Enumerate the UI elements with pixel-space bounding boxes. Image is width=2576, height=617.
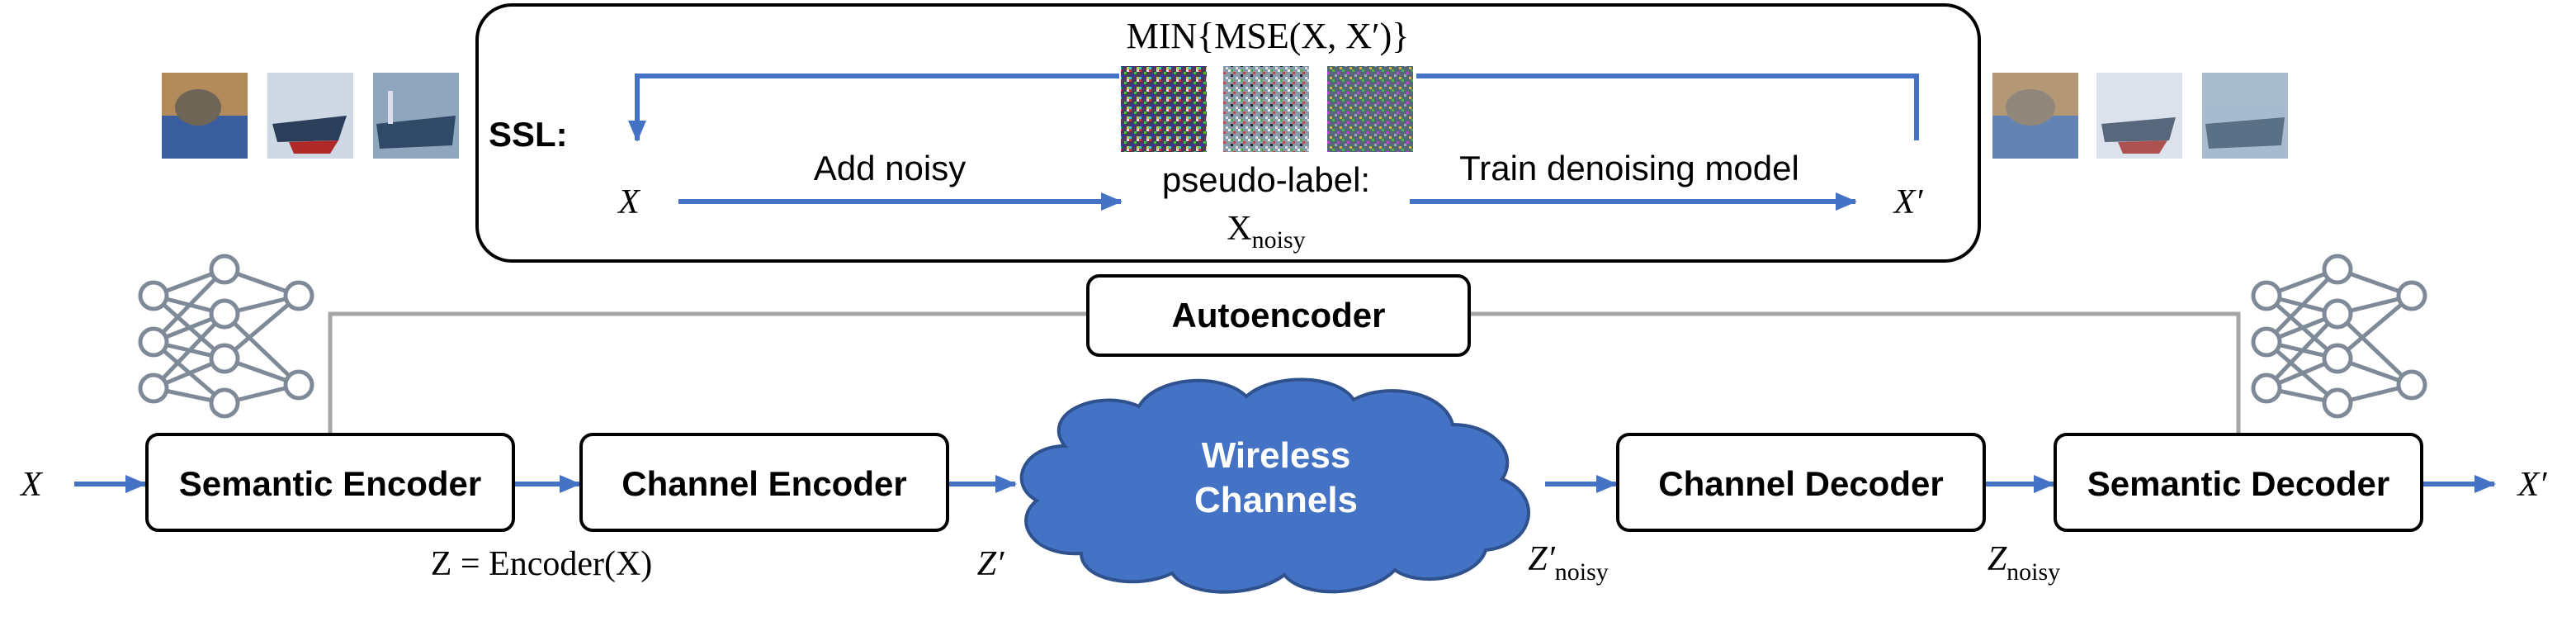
input-thumbnails	[162, 73, 459, 159]
semantic-encoder-box	[145, 433, 515, 532]
annotation-z-noisy: Znoisy	[1988, 540, 2060, 586]
pseudo-label-text: pseudo-label:	[1162, 160, 1370, 199]
ssl-input-x: X	[617, 183, 641, 221]
output-thumbnails	[1992, 73, 2288, 159]
neural-network-icon-right	[2251, 254, 2427, 419]
wireless-label-line2: Channels	[1194, 480, 1358, 520]
annotation-z-prime: Z′	[977, 545, 1004, 583]
ssl-objective: MIN{MSE(X, X′)}	[1127, 16, 1410, 56]
noisy-image-1	[1121, 66, 1207, 152]
semantic-encoder-label: Semantic Encoder	[179, 464, 481, 503]
semantic-decoder-label: Semantic Decoder	[2087, 464, 2389, 503]
feedback-arrow-left	[628, 74, 1119, 142]
autoencoder-connector-left	[328, 311, 1088, 434]
autoencoder-box	[1086, 274, 1471, 357]
noisy-image-2	[1223, 66, 1309, 152]
pseudo-label-symbol: Xnoisy	[1227, 210, 1305, 254]
semantic-decoder-box	[2054, 433, 2423, 532]
ssl-box	[475, 3, 1981, 263]
ssl-output-x: X′	[1893, 183, 1924, 221]
noisy-image-3	[1327, 66, 1413, 152]
wireless-label-line1: Wireless	[1202, 435, 1351, 476]
channel-decoder-label: Channel Decoder	[1658, 464, 1943, 503]
annotation-z-prime-noisy: Z′noisy	[1528, 540, 1609, 586]
add-noise-label: Add noisy	[814, 149, 966, 187]
autoencoder-connector-right	[1469, 311, 2241, 434]
train-label: Train denoising model	[1459, 149, 1799, 187]
autoencoder-label: Autoencoder	[1171, 296, 1385, 335]
channel-decoder-box	[1616, 433, 1986, 532]
wireless-channels-cloud	[1019, 377, 1531, 594]
feedback-arrow-right	[1416, 74, 1919, 140]
ssl-label: SSL:	[489, 115, 568, 154]
neural-network-icon-left	[138, 254, 314, 419]
channel-encoder-label: Channel Encoder	[622, 464, 906, 503]
channel-encoder-box	[579, 433, 949, 532]
pipeline-input-x: X	[19, 466, 44, 504]
annotation-z-encoder: Z = Encoder(X)	[431, 545, 653, 583]
pipeline-output-x: X′	[2517, 466, 2548, 504]
